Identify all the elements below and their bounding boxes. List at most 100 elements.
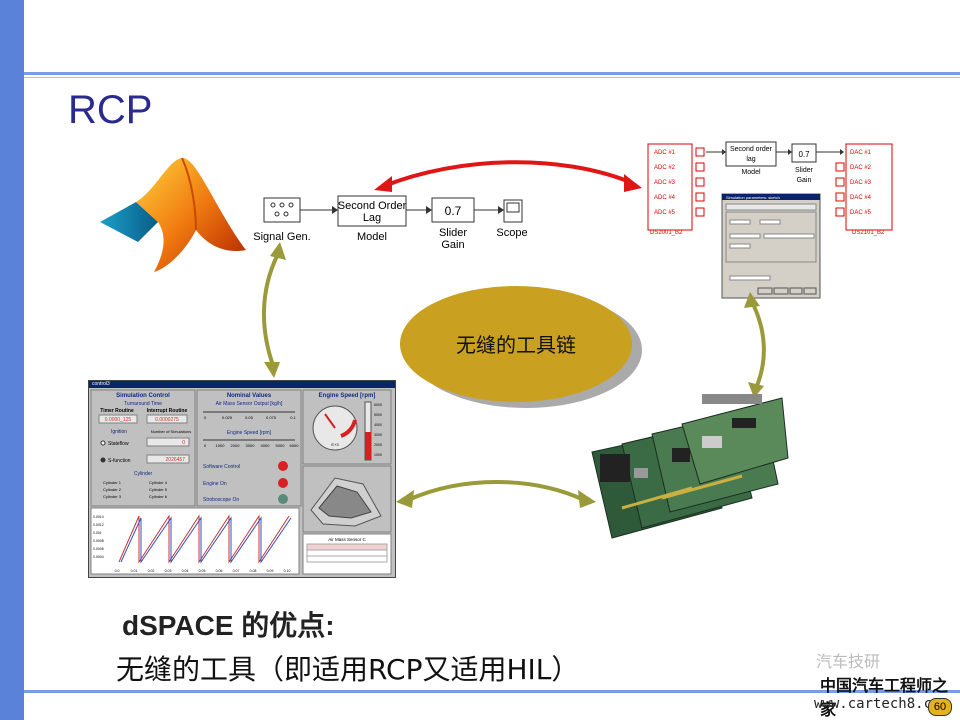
signal-gen-label: Signal Gen. — [253, 231, 310, 243]
svg-text:4000: 4000 — [261, 443, 271, 448]
svg-text:0.05: 0.05 — [199, 569, 206, 573]
svg-text:Model: Model — [741, 169, 761, 176]
model-block[interactable] — [337, 195, 407, 227]
svg-text:0.08: 0.08 — [250, 569, 257, 573]
svg-text:0.07: 0.07 — [233, 569, 240, 573]
svg-text:0.10: 0.10 — [284, 569, 291, 573]
svg-text:Stroboscope On: Stroboscope On — [203, 497, 239, 503]
advantages-text: 无缝的工具（即适用RCP又适用HIL） — [116, 653, 580, 686]
title-divider — [24, 72, 960, 75]
source-url: www.cartech8.com — [814, 696, 949, 712]
svg-text:0.0004: 0.0004 — [93, 555, 104, 559]
svg-text:0.03: 0.03 — [165, 569, 172, 573]
signal-gen-block[interactable] — [263, 197, 301, 223]
svg-text:Air Mass Sensor C: Air Mass Sensor C — [328, 537, 366, 542]
center-label: 无缝的工具链 — [456, 333, 576, 357]
svg-text:0.09: 0.09 — [267, 569, 274, 573]
svg-text:6000: 6000 — [290, 443, 300, 448]
footer-divider — [24, 690, 960, 693]
svg-text:Ignition: Ignition — [111, 429, 127, 435]
rti-diagram: ADC #1 ADC #2 ADC #3 ADC #4 ADC #5 DS200… — [647, 141, 893, 299]
svg-text:0: 0 — [204, 415, 207, 420]
svg-text:Engine Speed [rpm]: Engine Speed [rpm] — [227, 430, 272, 436]
svg-text:4000: 4000 — [374, 423, 382, 427]
adc-4: ADC #4 — [654, 195, 676, 201]
dspace-hardware-image — [591, 394, 789, 539]
controldesk-titlebar: control3 — [89, 381, 395, 388]
slider-label-1: Slider — [439, 227, 467, 239]
svg-text:Cylinder 5: Cylinder 5 — [149, 487, 168, 492]
adc-5: ADC #5 — [654, 210, 676, 216]
controldesk-panels: Simulation Control Turnaround Time Timer… — [90, 389, 392, 575]
svg-text:0.01: 0.01 — [131, 569, 138, 573]
adc-2: ADC #2 — [654, 165, 676, 171]
olive-arrow-right — [744, 292, 766, 398]
seamless-toolchain-ellipse: 无缝的工具链 — [400, 286, 642, 408]
svg-text:DS2101_B2: DS2101_B2 — [852, 230, 885, 236]
olive-arrow-bottom — [396, 480, 596, 508]
svg-text:0.0006: 0.0006 — [93, 547, 104, 551]
svg-text:2000: 2000 — [231, 443, 241, 448]
svg-text:Turnaround Time: Turnaround Time — [124, 401, 162, 407]
svg-text:Slider: Slider — [795, 167, 814, 174]
svg-text:5000: 5000 — [374, 413, 382, 417]
svg-text:Cylinder 2: Cylinder 2 — [103, 487, 122, 492]
controldesk-screenshot: control3 Simulation Control Turnaround T… — [88, 380, 396, 578]
svg-text:Interrupt Routine: Interrupt Routine — [147, 408, 188, 414]
svg-text:0.001: 0.001 — [93, 531, 102, 535]
slide-title: RCP — [68, 88, 153, 132]
model-block-text-1: Second Order — [338, 200, 407, 212]
svg-text:0.0012: 0.0012 — [93, 523, 104, 527]
model-label: Model — [357, 231, 387, 243]
svg-text:Number of Simulations: Number of Simulations — [151, 429, 191, 434]
slider-gain-block[interactable] — [431, 197, 475, 223]
svg-text:0.0: 0.0 — [115, 569, 120, 573]
matlab-logo — [100, 157, 246, 272]
svg-text:Cylinder 3: Cylinder 3 — [103, 494, 122, 499]
svg-text:0.075: 0.075 — [266, 415, 277, 420]
svg-text:Engine On: Engine On — [203, 481, 227, 487]
svg-text:Software Control: Software Control — [203, 464, 240, 470]
svg-text:Nominal Values: Nominal Values — [227, 393, 272, 399]
slider-label-2: Gain — [441, 239, 464, 251]
model-block-text-2: Lag — [363, 212, 381, 224]
svg-text:3000: 3000 — [374, 433, 382, 437]
svg-text:Timer Routine: Timer Routine — [100, 408, 134, 414]
svg-text:0.0000_125: 0.0000_125 — [105, 417, 132, 423]
svg-text:0.7: 0.7 — [798, 150, 810, 159]
adc-1: ADC #1 — [654, 150, 676, 156]
svg-text:1000: 1000 — [216, 443, 226, 448]
svg-text:0: 0 — [204, 443, 207, 448]
svg-text:Cylinder 6: Cylinder 6 — [149, 494, 168, 499]
svg-text:3000: 3000 — [246, 443, 256, 448]
title-divider-thin — [24, 77, 960, 78]
svg-text:0.1: 0.1 — [290, 415, 296, 420]
page-number: 60 — [928, 698, 952, 716]
svg-text:2026457: 2026457 — [166, 457, 186, 463]
svg-text:Air Mass Sensor Output [kg/h]: Air Mass Sensor Output [kg/h] — [216, 401, 283, 407]
svg-text:0.05: 0.05 — [245, 415, 254, 420]
red-double-arrow — [374, 160, 642, 192]
svg-text:1000: 1000 — [374, 453, 382, 457]
svg-text:0.025: 0.025 — [222, 415, 233, 420]
watermark-top: 汽车技研 — [816, 652, 881, 671]
svg-text:Simulation Control: Simulation Control — [116, 393, 170, 399]
svg-text:DAC #1: DAC #1 — [850, 150, 872, 156]
svg-text:DAC #5: DAC #5 — [850, 210, 872, 216]
svg-text:6000: 6000 — [374, 403, 382, 407]
svg-text:0.02: 0.02 — [148, 569, 155, 573]
svg-text:0.0014: 0.0014 — [93, 515, 104, 519]
svg-text:0.0000275: 0.0000275 — [155, 417, 179, 423]
svg-text:2000: 2000 — [374, 443, 382, 447]
svg-text:Cylinder: Cylinder — [134, 471, 153, 477]
scope-label: Scope — [496, 227, 527, 239]
advantages-heading: dSPACE 的优点: — [122, 610, 335, 641]
svg-text:Simulation parameters: sketch: Simulation parameters: sketch — [726, 195, 780, 200]
svg-text:DAC #3: DAC #3 — [850, 180, 872, 186]
svg-text:Engine Speed [rpm]: Engine Speed [rpm] — [319, 393, 376, 399]
svg-text:DAC #4: DAC #4 — [850, 195, 872, 201]
svg-text:Gain: Gain — [797, 177, 812, 184]
svg-text:0.04: 0.04 — [182, 569, 189, 573]
svg-text:5000: 5000 — [276, 443, 286, 448]
svg-text:Stateflow: Stateflow — [108, 441, 129, 447]
